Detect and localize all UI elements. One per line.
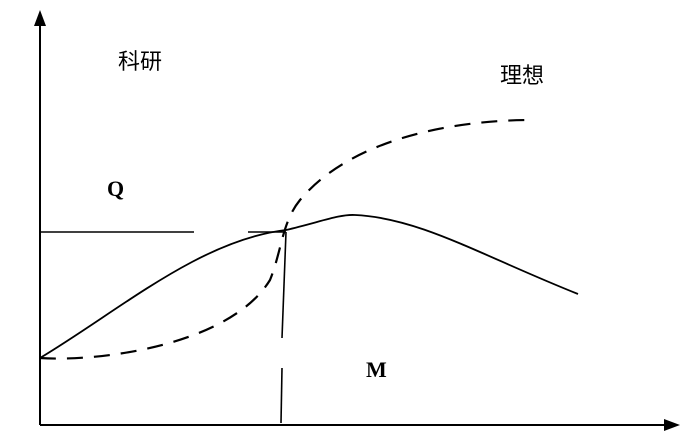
label-top-right: 理想 — [500, 64, 544, 89]
label-q: Q — [107, 176, 124, 201]
x-axis-arrow-icon — [664, 419, 680, 431]
vertical-reference-upper — [281, 231, 287, 339]
y-axis-arrow-icon — [34, 10, 46, 26]
label-m: M — [366, 357, 387, 382]
vertical-reference-lower — [280, 367, 283, 424]
solid-curve — [39, 214, 579, 359]
label-top-left: 科研 — [118, 50, 162, 75]
